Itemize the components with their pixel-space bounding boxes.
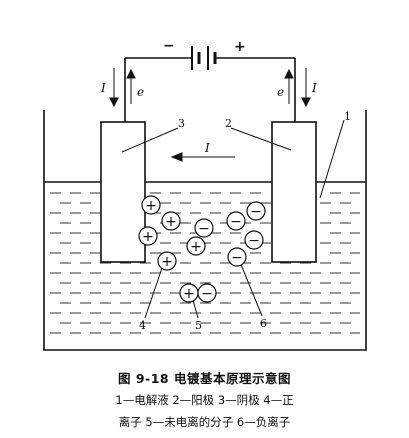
svg-text:−: − xyxy=(201,286,213,302)
svg-text:+: + xyxy=(142,229,154,245)
svg-text:+: + xyxy=(190,239,202,255)
svg-text:+: + xyxy=(183,286,195,302)
positive-ion: + xyxy=(157,251,177,271)
positive-ion: + xyxy=(141,195,161,215)
battery-positive-sign: + xyxy=(234,39,246,55)
label-cathode: 3 xyxy=(178,117,185,130)
negative-ion: − xyxy=(227,247,247,267)
electrolyte-dashes xyxy=(50,192,360,334)
electroplating-diagram: − + I e e I I 3 2 1 4 5 6 xyxy=(43,38,367,351)
electron-label-left: e xyxy=(137,85,144,99)
anode xyxy=(271,121,317,263)
legend-line-2: 离子 5—未电离的分子 6—负离子 xyxy=(118,415,291,429)
negative-ion: − xyxy=(244,230,264,250)
positive-ion: + xyxy=(161,211,181,231)
unionized-molecule: + − xyxy=(179,283,217,303)
svg-text:−: − xyxy=(250,204,262,220)
wire-arrows xyxy=(109,68,311,108)
svg-text:−: − xyxy=(198,221,210,237)
label-positive-ion: 4 xyxy=(139,319,146,332)
label-molecule: 5 xyxy=(195,319,202,332)
current-label-electrolyte: I xyxy=(204,141,210,155)
negative-ion: − xyxy=(194,218,214,238)
svg-text:+: + xyxy=(165,214,177,230)
electron-label-right: e xyxy=(277,85,284,99)
figure-title: 图 9-18 电镀基本原理示意图 xyxy=(118,371,291,386)
svg-text:−: − xyxy=(230,214,242,230)
svg-text:−: − xyxy=(231,250,243,266)
negative-ion: − xyxy=(246,201,266,221)
cathode xyxy=(100,121,146,263)
positive-ion: + xyxy=(138,226,158,246)
leader-lines xyxy=(121,119,345,319)
current-arrow-electrolyte xyxy=(170,152,235,162)
svg-text:+: + xyxy=(161,254,173,270)
battery xyxy=(124,46,296,122)
svg-text:−: − xyxy=(248,233,260,249)
current-label-left: I xyxy=(100,81,106,95)
label-negative-ion: 6 xyxy=(260,317,267,330)
positive-ion: + xyxy=(186,236,206,256)
tank xyxy=(43,110,367,351)
current-label-right: I xyxy=(311,81,317,95)
negative-ion: − xyxy=(226,211,246,231)
label-electrolyte: 1 xyxy=(344,110,351,123)
label-anode: 2 xyxy=(225,117,232,130)
svg-text:+: + xyxy=(145,198,157,214)
battery-negative-sign: − xyxy=(163,38,175,54)
legend-line-1: 1—电解液 2—阳极 3—阴极 4—正 xyxy=(115,393,294,407)
